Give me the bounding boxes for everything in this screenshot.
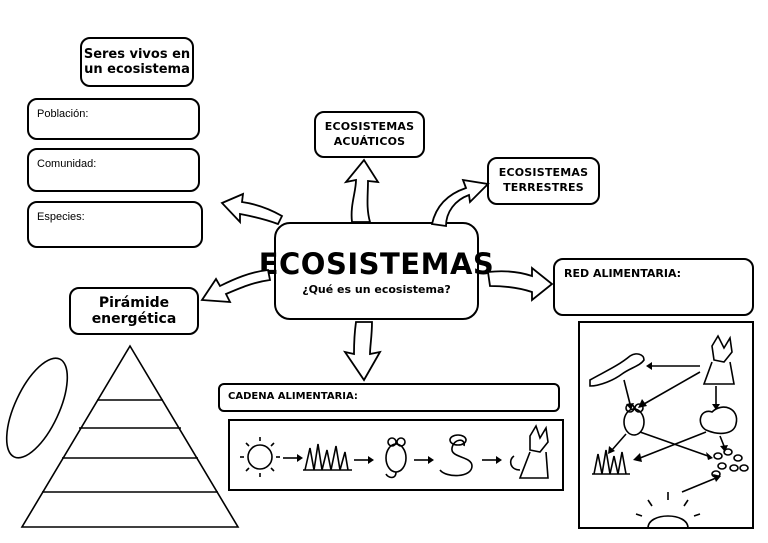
especies-field[interactable]: Especies: <box>27 201 203 248</box>
terrestres-line2: TERRESTRES <box>503 181 584 194</box>
arrow-to-red-alimentaria <box>486 266 554 302</box>
seres-vivos-box: Seres vivos en un ecosistema <box>80 37 194 87</box>
arrow-to-terrestres <box>430 178 490 228</box>
web-grass-icon <box>592 449 630 475</box>
seeds-icon <box>711 448 749 478</box>
central-title: ECOSISTEMAS <box>258 246 495 281</box>
acuaticos-line2: ACUÁTICOS <box>333 134 406 148</box>
seres-vivos-title-line1: Seres vivos en <box>83 47 191 62</box>
web-fox-icon <box>702 334 735 385</box>
poblacion-field[interactable]: Población: <box>27 98 200 140</box>
web-mouse-icon <box>623 403 645 436</box>
squirrel-icon <box>699 406 738 435</box>
cadena-alimentaria-box[interactable]: CADENA ALIMENTARIA: <box>218 383 560 412</box>
snake-icon <box>439 434 473 477</box>
arrow-to-cadena <box>342 321 382 382</box>
acuaticos-line1: ECOSISTEMAS <box>324 119 415 133</box>
chain-arrow-2 <box>354 456 374 464</box>
arrow-to-acuaticos <box>343 158 380 223</box>
comunidad-field[interactable]: Comunidad: <box>27 148 200 192</box>
pyramid-oval <box>5 357 69 459</box>
ecosistemas-acuaticos-box: ECOSISTEMAS ACUÁTICOS <box>314 111 425 158</box>
chain-arrow-3 <box>414 456 434 464</box>
piramide-line1: Pirámide <box>98 295 170 311</box>
red-alimentaria-images <box>578 321 754 529</box>
seres-vivos-title-line2: un ecosistema <box>84 62 190 77</box>
especies-label: Especies: <box>37 211 85 223</box>
terrestres-line1: ECOSISTEMAS <box>498 166 589 180</box>
web-sun-icon <box>635 492 701 529</box>
ferret-icon <box>589 353 645 387</box>
red-alimentaria-label: RED ALIMENTARIA: <box>564 267 682 280</box>
chain-arrow-1 <box>283 454 303 462</box>
food-web-arrows <box>608 362 728 493</box>
cadena-alimentaria-images <box>228 419 564 491</box>
sun-icon <box>240 437 280 477</box>
comunidad-label: Comunidad: <box>37 158 97 170</box>
mouse-icon <box>385 437 407 479</box>
central-ecosistemas-box: ECOSISTEMAS ¿Qué es un ecosistema? <box>259 222 494 320</box>
piramide-line2: energética <box>91 311 177 327</box>
poblacion-label: Población: <box>37 108 89 120</box>
grass-icon <box>303 443 352 471</box>
cadena-alimentaria-label: CADENA ALIMENTARIA: <box>228 391 358 402</box>
arrow-to-piramide <box>200 269 272 304</box>
piramide-energetica-box: Pirámide energética <box>69 287 199 335</box>
energy-pyramid <box>20 344 240 528</box>
fox-icon <box>509 424 549 479</box>
chain-arrow-4 <box>482 456 502 464</box>
ecosistemas-terrestres-box: ECOSISTEMAS TERRESTRES <box>487 157 600 205</box>
red-alimentaria-box[interactable]: RED ALIMENTARIA: <box>553 258 754 316</box>
central-subtitle: ¿Qué es un ecosistema? <box>302 282 451 296</box>
arrow-to-especies <box>220 192 284 226</box>
